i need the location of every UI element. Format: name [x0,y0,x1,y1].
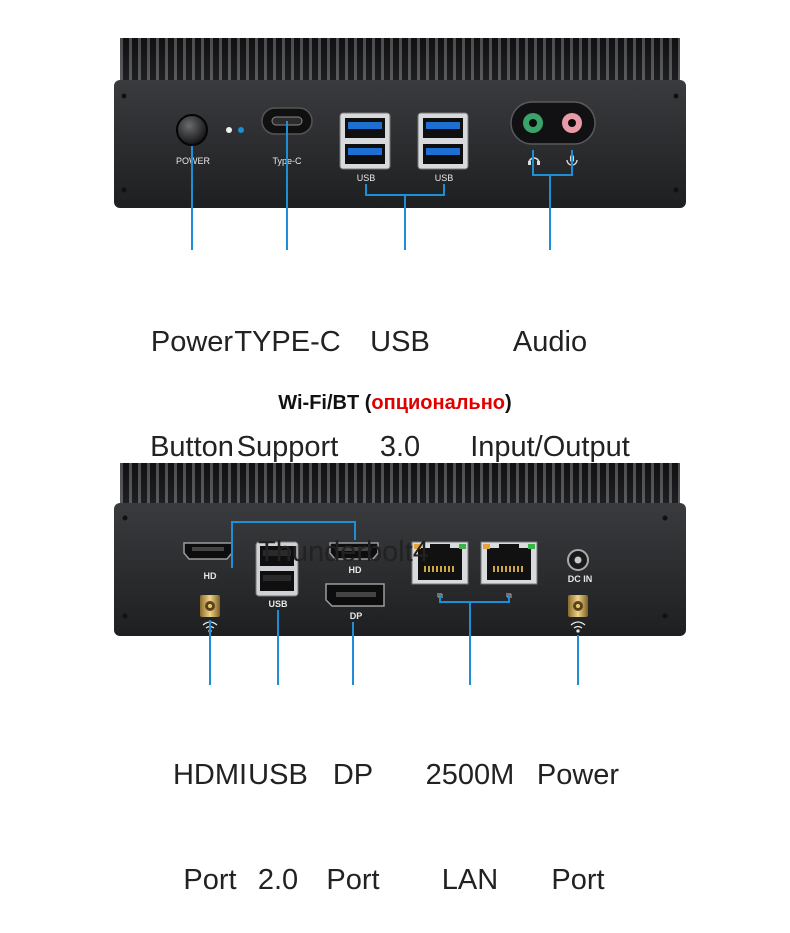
rear-callout-lines [209,521,579,685]
hdmi-left-label: HD [204,571,217,581]
screw-icon [121,93,127,99]
front-callout-lines [191,121,573,250]
wifi-note-suffix: ) [505,392,512,414]
label-line: Power [536,759,620,791]
label-line: Audio [512,326,588,358]
front-panel: POWER Type-C USB USB [114,38,686,208]
label-line: USB [370,326,430,358]
callout-label-dp: DP Port [313,688,393,933]
wifi-bt-optional-note: Wi-Fi/BT (опционально) [0,392,790,415]
label-line: TYPE-C [234,326,341,358]
antenna-connector-left [200,595,220,617]
wifi-note-prefix: Wi-Fi/BT ( [278,392,372,414]
label-line: LAN [441,864,499,896]
rear-panel-body [114,503,686,636]
label-line: USB [248,759,308,791]
label-line: DP [332,759,374,791]
screw-icon [662,515,668,521]
audio-jack-housing [510,101,596,145]
power-label: POWER [176,156,211,166]
status-led-white [226,127,232,133]
callout-label-usb3: USB 3.0 [345,255,455,500]
screw-icon [662,613,668,619]
callout-label-power-button: Power Button [132,255,252,500]
screw-icon [122,613,128,619]
power-button[interactable] [176,114,208,146]
usb2-port[interactable] [255,541,299,597]
label-line: Support [236,431,339,463]
lan-port-1[interactable] [411,541,469,585]
callout-label-typec: TYPE-C Support Thunderbolt4 [205,255,429,605]
callout-bracket-hdmi [231,521,356,568]
status-led-blue [238,127,244,133]
front-panel-body [114,80,686,208]
usb-label: USB [268,599,288,609]
usb-left-label: USB [357,173,376,183]
wifi-note-optional: опционально [371,392,506,414]
label-line: Port [551,864,605,896]
label-line: Power [150,326,234,358]
screw-icon [122,515,128,521]
screw-icon [673,93,679,99]
label-line: Thunderbolt4 [258,536,429,568]
usb3-port-right[interactable] [417,112,469,170]
callout-bracket-lan [439,595,510,603]
label-line: 3.0 [379,431,421,463]
product-illustration: POWER Type-C USB USB [114,38,686,685]
callout-bracket-audio [532,150,573,176]
screw-icon [121,187,127,193]
hdmi-right-label: HD [349,565,362,575]
callout-label-audio: Audio Input/Output [460,255,640,500]
label-line: HDMI [172,759,248,791]
rear-panel: HD USB HD DP ⧉ [114,463,686,636]
callout-label-usb2: USB 2.0 [238,688,318,933]
label-line: Port [326,864,380,896]
dp-label: DP [350,611,363,621]
antenna-connector-right [568,595,588,617]
label-line: 2500M [425,759,515,791]
usb-right-label: USB [435,173,454,183]
wifi-icon [570,621,586,633]
usb3-port-left[interactable] [339,112,391,170]
screw-icon [673,187,679,193]
lan-port-2[interactable] [480,541,538,585]
dcin-label: DC IN [568,574,593,584]
label-line: 2.0 [257,864,299,896]
callout-label-lan: 2500M LAN [415,688,525,933]
label-line: Button [150,431,234,463]
callout-label-power-port: Power Port [528,688,628,933]
label-line: Input/Output [470,431,630,463]
